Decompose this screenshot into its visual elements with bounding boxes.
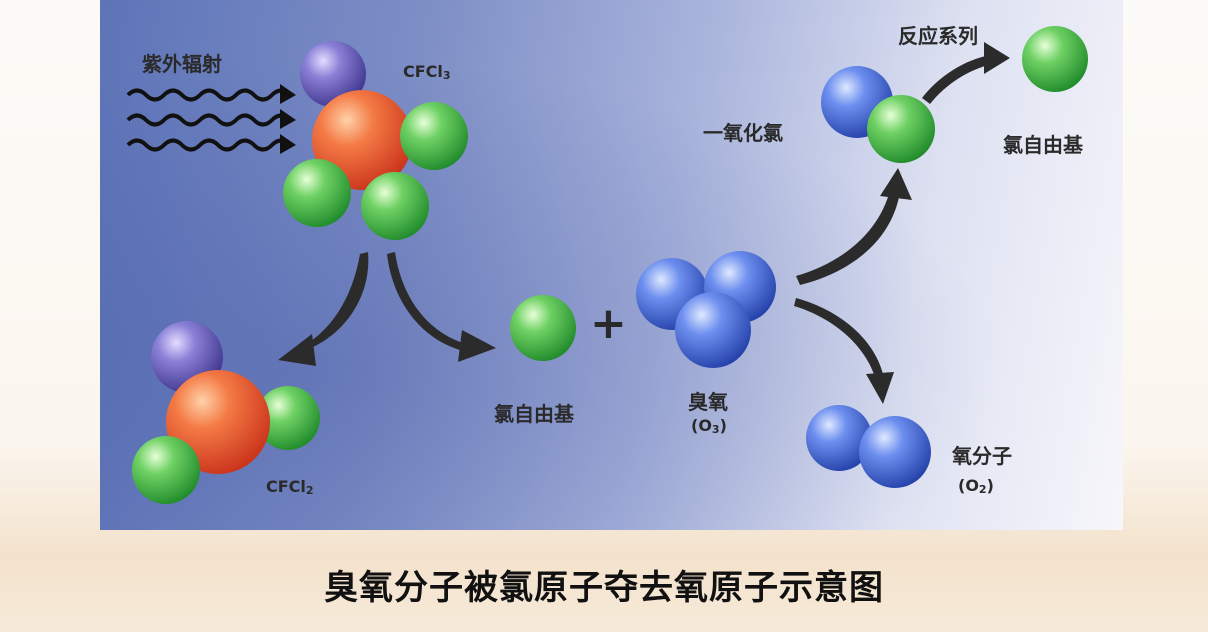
uv-arrow-heads — [280, 84, 296, 154]
split-arrows — [278, 252, 496, 366]
oxygen-formula: (O2) — [958, 476, 994, 496]
uv-label: 紫外辐射 — [142, 52, 222, 76]
oxygen-molecule-label: 氧分子 — [952, 444, 1012, 468]
uv-wave-arrows — [126, 88, 292, 152]
ozone-label: 臭氧 — [688, 390, 728, 414]
ozone-molecule — [636, 251, 776, 368]
chlorine-radical-right-atom — [1022, 26, 1088, 92]
clo-label: 一氧化氯 — [703, 121, 783, 145]
product-arrows — [794, 42, 1010, 404]
chlorine-radical-atom — [510, 295, 576, 361]
plus-sign: + — [590, 298, 627, 349]
reaction-series-label: 反应系列 — [898, 24, 978, 48]
cfcl3-label: CFCl3 — [403, 62, 451, 82]
cfcl3-molecule — [283, 41, 468, 240]
clo-molecule — [821, 66, 935, 163]
cfcl2-label: CFCl2 — [266, 477, 314, 497]
figure-caption: 臭氧分子被氯原子夺去氧原子示意图 — [324, 568, 884, 608]
ozone-formula: (O3) — [691, 416, 727, 436]
oxygen-molecule — [806, 405, 931, 488]
chlorine-radical-label: 氯自由基 — [494, 402, 574, 426]
cfcl2-molecule — [132, 321, 320, 504]
chlorine-radical-right-label: 氯自由基 — [1003, 133, 1083, 157]
